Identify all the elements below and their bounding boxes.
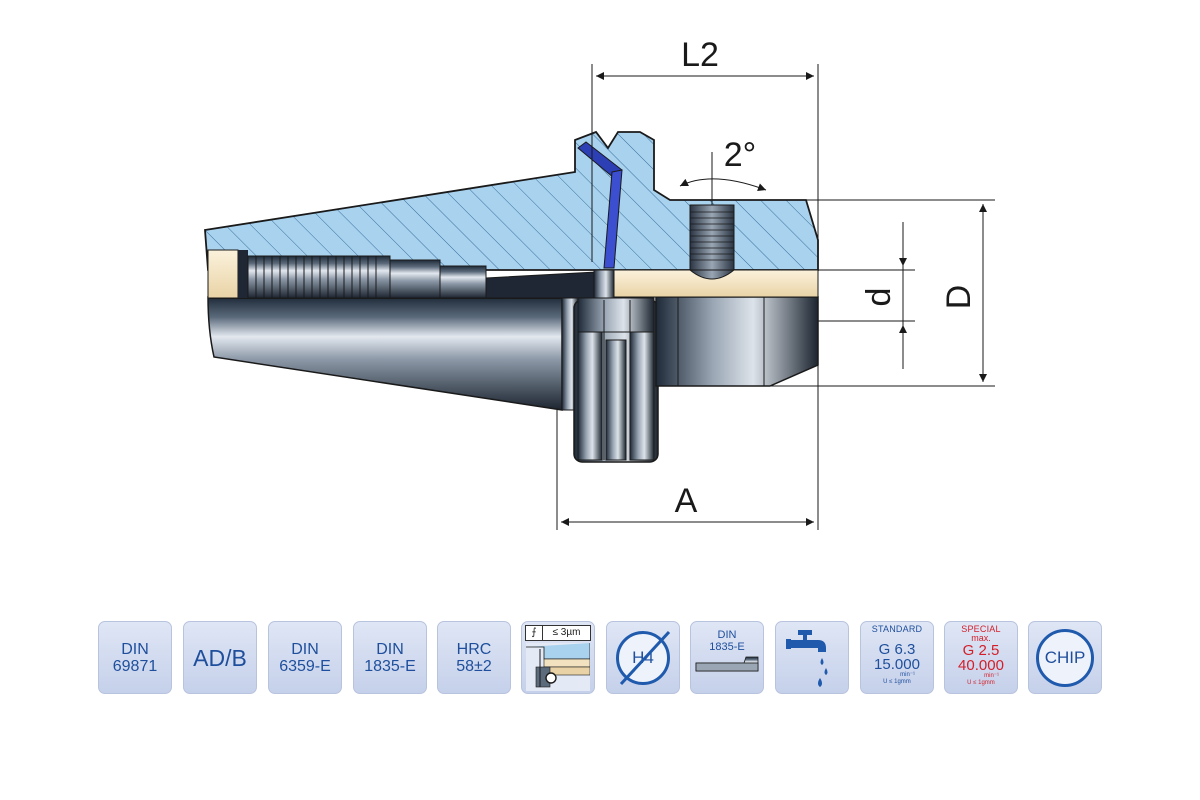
badge-chip: CHIP bbox=[1028, 621, 1102, 694]
badge-line: 1835-E bbox=[364, 657, 416, 675]
diameter-slash-icon bbox=[619, 630, 671, 685]
balance-grade: G 2.5 bbox=[962, 642, 1000, 659]
internal-thread bbox=[238, 250, 615, 299]
tool-holder-drawing: L2 2° A d D bbox=[204, 36, 995, 530]
runout-section-icon bbox=[526, 643, 590, 691]
badge-line: 1835-E bbox=[709, 641, 745, 653]
taper-shank-lower bbox=[207, 296, 563, 411]
bore-band bbox=[207, 249, 819, 299]
badge-standard-balance: STANDARD G 6.3 15.000 min⁻¹ U ≤ 1gmm bbox=[860, 621, 934, 694]
balance-speed: 40.000 bbox=[958, 657, 1004, 674]
badge-line: AD/B bbox=[193, 644, 247, 671]
badge-line: DIN bbox=[121, 640, 149, 658]
chip-label: CHIP bbox=[1044, 647, 1086, 667]
flange-lower bbox=[561, 296, 659, 463]
nose-lower bbox=[655, 296, 819, 387]
badge-line: HRC bbox=[456, 640, 492, 658]
clamping-screw bbox=[688, 204, 736, 280]
badge-line: 69871 bbox=[112, 657, 158, 675]
h4-tolerance-icon: H4 bbox=[613, 628, 673, 688]
badge-special-balance: SPECIAL max. G 2.5 40.000 min⁻¹ U ≤ 1gmm bbox=[944, 621, 1018, 694]
balance-header-max: max. bbox=[971, 633, 991, 643]
badge-line: 58±2 bbox=[456, 657, 492, 675]
dim-label-angle: 2° bbox=[724, 136, 757, 174]
runout-tolerance: ≤ 3µm bbox=[552, 627, 581, 638]
dimension-lines bbox=[556, 64, 995, 530]
badge-hrc: HRC 58±2 bbox=[437, 621, 511, 694]
chip-circle: CHIP bbox=[1036, 628, 1094, 687]
feature-badges: DIN 69871 AD/B DIN 6359-E DIN 1835-E HRC… bbox=[98, 621, 1108, 696]
coolant-tap-icon bbox=[786, 629, 828, 687]
balance-speed: 15.000 bbox=[874, 656, 920, 673]
balance-header: SPECIAL bbox=[961, 624, 1001, 634]
balance-unit: min⁻¹ bbox=[984, 673, 999, 679]
h4-circle: H4 bbox=[616, 630, 670, 685]
badge-ad-b: AD/B bbox=[183, 621, 257, 694]
badge-line: DIN bbox=[717, 629, 737, 641]
badge-line: 6359-E bbox=[279, 657, 331, 675]
badge-din-69871: DIN 69871 bbox=[98, 621, 172, 694]
badge-line: DIN bbox=[291, 640, 319, 658]
balance-note: U ≤ 1gmm bbox=[967, 680, 995, 686]
dim-label-l2: L2 bbox=[681, 36, 719, 74]
balance-unit: min⁻¹ bbox=[900, 672, 915, 678]
badge-din-1835e-shank: DIN 1835-E bbox=[690, 621, 764, 694]
coolant-channel bbox=[577, 141, 623, 269]
badge-h4: H4 bbox=[606, 621, 680, 694]
balance-grade: G 6.3 bbox=[878, 641, 916, 658]
balance-header: STANDARD bbox=[871, 624, 923, 634]
dim-label-big-d: D bbox=[940, 285, 978, 310]
dim-label-d: d bbox=[860, 288, 898, 307]
badge-runout: ⨍ ≤ 3µm bbox=[521, 621, 595, 694]
badge-coolant bbox=[775, 621, 849, 694]
dim-label-a: A bbox=[675, 482, 698, 520]
badge-din-1835e: DIN 1835-E bbox=[353, 621, 427, 694]
runout-symbol: ⨍ bbox=[526, 626, 543, 640]
badge-line: DIN bbox=[376, 640, 404, 658]
balance-note: U ≤ 1gmm bbox=[883, 679, 911, 685]
badge-din-6359e: DIN 6359-E bbox=[268, 621, 342, 694]
shank-profile-icon bbox=[695, 656, 759, 672]
runout-tolerance-frame: ⨍ ≤ 3µm bbox=[525, 625, 591, 641]
